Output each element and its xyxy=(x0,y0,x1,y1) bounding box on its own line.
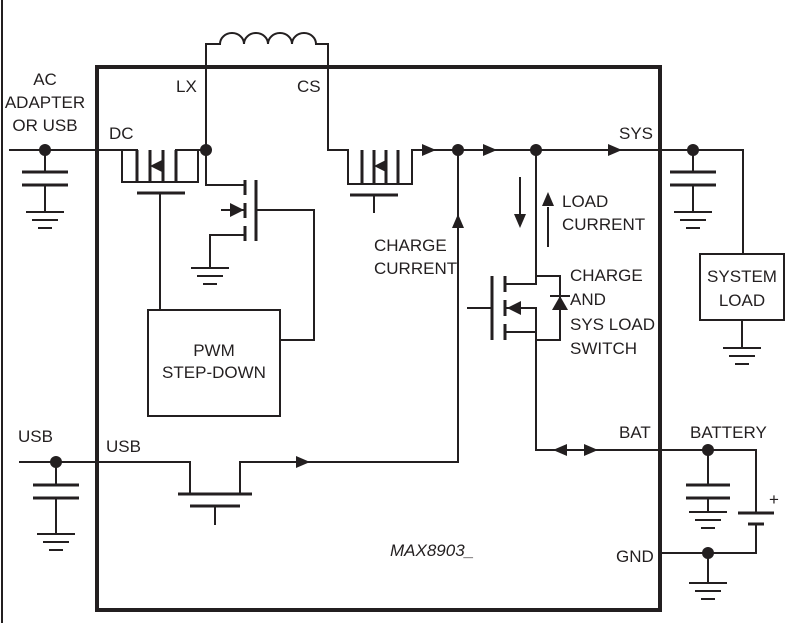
usb-input-network xyxy=(19,456,191,551)
ac-adapter-label-line2: ADAPTER xyxy=(5,93,85,112)
gnd-output-wire xyxy=(659,547,757,600)
sys-output-wire xyxy=(659,144,744,255)
battery-switch-fet xyxy=(467,149,661,456)
pwm-label-line2: STEP-DOWN xyxy=(162,363,266,382)
dc-input-capacitor xyxy=(22,149,68,229)
load-current-arrows xyxy=(514,177,554,247)
pwm-step-down-block: PWM STEP-DOWN xyxy=(147,309,281,417)
sys-flow-arrow-1 xyxy=(422,144,436,156)
battery-plus-sign: + xyxy=(769,490,779,509)
load-current-label-line2: CURRENT xyxy=(562,215,645,234)
dc-input-fet xyxy=(121,149,207,311)
sys-flow-arrow-3 xyxy=(608,144,622,156)
load-current-label-line1: LOAD xyxy=(562,192,608,211)
inductor xyxy=(205,32,329,69)
pin-gnd-label: GND xyxy=(616,547,654,566)
pin-sys-label: SYS xyxy=(619,124,653,143)
pin-bat-label: BAT xyxy=(619,423,651,442)
charge-current-arrow xyxy=(452,214,464,228)
dc-input-wire xyxy=(9,144,123,156)
charge-fet xyxy=(327,67,457,213)
switch-label-line3: SYS LOAD xyxy=(570,315,655,334)
battery-output-network: + xyxy=(659,444,779,554)
switch-label-line1: CHARGE xyxy=(570,266,643,285)
pwm-label-line1: PWM xyxy=(193,341,235,360)
pin-usb-label: USB xyxy=(106,437,141,456)
ac-adapter-label-line3: OR USB xyxy=(12,116,77,135)
pin-dc-label: DC xyxy=(109,124,134,143)
charge-current-label-line2: CURRENT xyxy=(374,259,457,278)
system-load-line2: LOAD xyxy=(719,291,765,310)
pin-cs-label: CS xyxy=(297,77,321,96)
pin-lx-label: LX xyxy=(176,77,197,96)
sys-flow-arrow-2 xyxy=(483,144,497,156)
low-side-fet xyxy=(191,149,315,341)
ac-adapter-label-line1: AC xyxy=(33,70,57,89)
battery-label: BATTERY xyxy=(690,423,767,442)
usb-input-label: USB xyxy=(18,427,53,446)
charge-current-label-line1: CHARGE xyxy=(374,236,447,255)
system-load-line1: SYSTEM xyxy=(707,267,777,286)
switch-label-line2: AND xyxy=(570,290,606,309)
switch-label-line4: SWITCH xyxy=(570,339,637,358)
part-number-label: MAX8903_ xyxy=(390,541,474,560)
ic-outline xyxy=(95,65,662,612)
system-load-block: SYSTEM LOAD xyxy=(699,253,785,365)
usb-fet xyxy=(178,456,459,525)
